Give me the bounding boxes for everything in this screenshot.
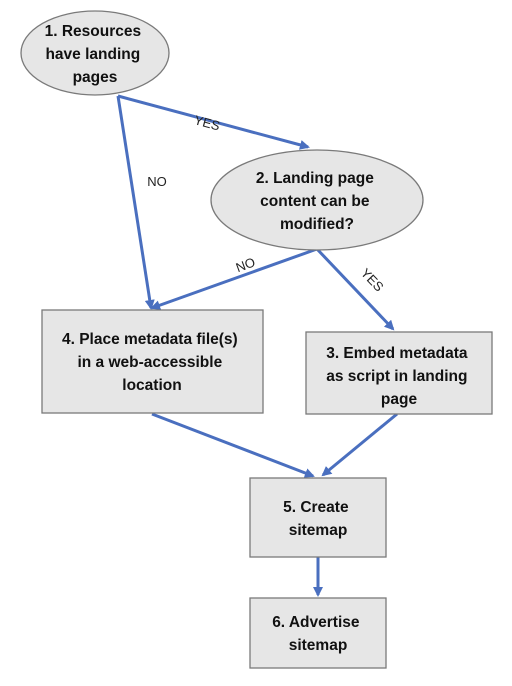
edge-label-yes-1: YES [193, 112, 222, 133]
node-embed-metadata-as-script: 3. Embed metadata as script in landing p… [305, 331, 493, 415]
edge-place-metadata-to-create-sitemap [151, 412, 315, 478]
node-place-metadata-files: 4. Place metadata file(s) in a web-acces… [41, 309, 264, 414]
node-resources-have-landing-pages: 1. Resources have landing pages [20, 10, 170, 96]
node-4-line-2: in a web-accessible [77, 354, 222, 371]
node-1-line-3: pages [73, 69, 118, 86]
node-1-line-2: have landing [45, 46, 140, 63]
svg-text:5. Create sitemap: 5. Create sitemap [283, 499, 353, 539]
node-6-line-2: sitemap [289, 637, 348, 654]
node-6-line-1: 6. Advertise [272, 614, 360, 631]
node-advertise-sitemap: 6. Advertise sitemap [249, 597, 387, 669]
edge-landing-page-no-to-place-metadata [150, 247, 318, 311]
svg-text:1. Resources have landin: 1. Resources have landing pages [45, 23, 146, 86]
edge-landing-page-yes-to-embed-metadata [315, 247, 395, 331]
node-2-line-3: modified? [280, 216, 354, 233]
edge-embed-metadata-to-create-sitemap [321, 412, 398, 477]
node-3-line-2: as script in landing [326, 368, 467, 385]
node-3-line-3: page [381, 391, 418, 408]
edge-label-no-1: NO [147, 174, 167, 189]
node-3-line-1: 3. Embed metadata [326, 345, 468, 362]
edge-label-yes-2: YES [358, 265, 387, 294]
node-4-line-1: 4. Place metadata file(s) [62, 331, 238, 348]
edge-label-no-2: NO [234, 254, 257, 275]
node-5-line-2: sitemap [289, 522, 348, 539]
node-landing-page-content-can-be-modified: 2. Landing page content can be modified? [210, 149, 424, 251]
edges [116, 94, 398, 597]
svg-text:3. Embed metadata as scr: 3. Embed metadata as script in landing p… [326, 345, 472, 408]
node-2-line-2: content can be [260, 193, 370, 210]
node-1-line-1: 1. Resources [45, 23, 142, 40]
edge-resources-no-to-place-metadata [116, 95, 155, 310]
node-5-line-1: 5. Create [283, 499, 349, 516]
node-2-line-1: 2. Landing page [256, 170, 374, 187]
node-create-sitemap: 5. Create sitemap [249, 477, 387, 558]
svg-text:6. Advertise sitemap: 6. Advertise sitemap [272, 614, 364, 654]
edge-resources-yes-to-landing-page [117, 94, 310, 150]
svg-text:2. Landing page content: 2. Landing page content can be modified? [256, 170, 378, 233]
svg-text:4. Place metadata file(s): 4. Place metadata file(s) in a web-acces… [62, 331, 242, 394]
node-4-line-3: location [122, 377, 181, 394]
